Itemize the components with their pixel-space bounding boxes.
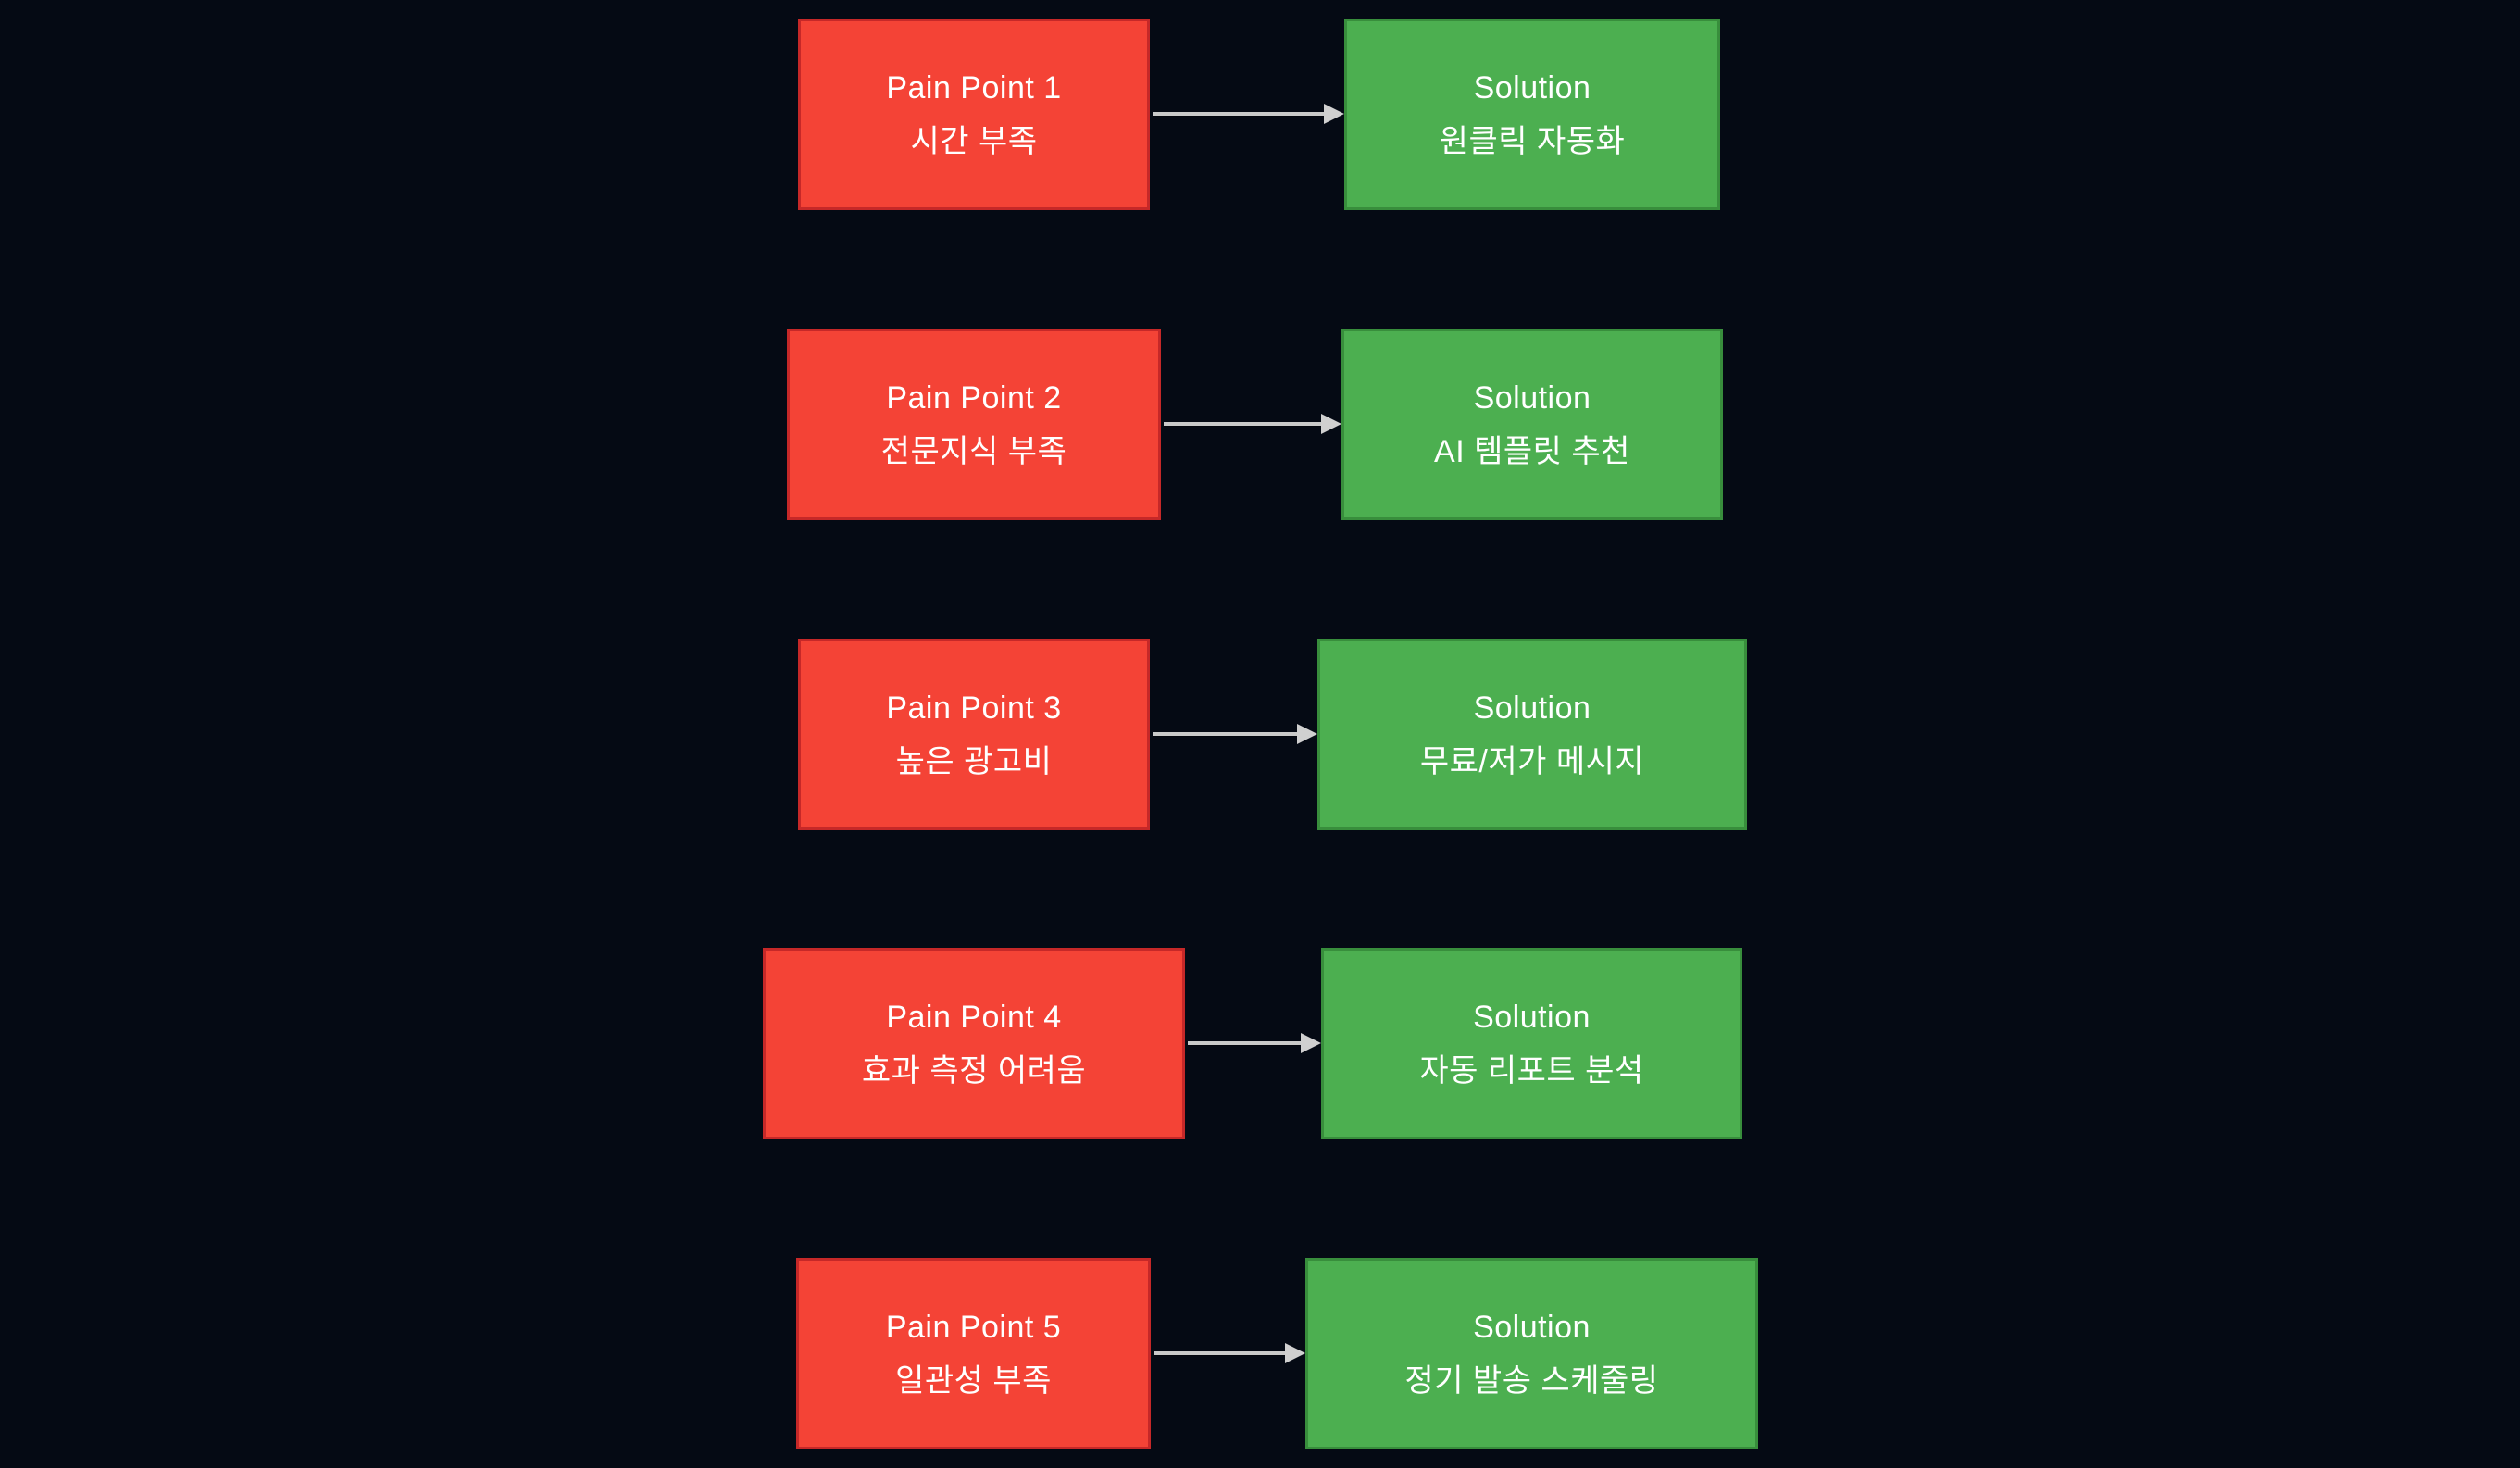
arrow-head-icon [1321,414,1341,434]
arrow-head-icon [1301,1033,1321,1053]
solution-1-title: Solution [1473,69,1591,106]
pain-point-3-subtitle: 높은 광고비 [895,743,1053,779]
solution-5-title: Solution [1473,1309,1591,1345]
pain-point-5-subtitle: 일관성 부족 [895,1362,1052,1399]
pain-point-3-node: Pain Point 3 높은 광고비 [798,639,1150,830]
solution-2-subtitle: AI 템플릿 추천 [1434,433,1630,469]
solution-5-subtitle: 정기 발송 스케줄링 [1404,1362,1659,1399]
solution-5-node: Solution 정기 발송 스케줄링 [1305,1258,1758,1449]
solution-4-node: Solution 자동 리포트 분석 [1321,948,1742,1139]
arrow-line-5 [1154,1351,1287,1355]
solution-3-subtitle: 무료/저가 메시지 [1419,743,1645,779]
solution-3-title: Solution [1473,690,1591,726]
solution-2-title: Solution [1473,379,1591,416]
pain-point-4-title: Pain Point 4 [886,999,1062,1035]
solution-2-node: Solution AI 템플릿 추천 [1341,329,1723,520]
pain-point-2-node: Pain Point 2 전문지식 부족 [787,329,1161,520]
pain-point-1-title: Pain Point 1 [886,69,1062,106]
pain-point-3-title: Pain Point 3 [886,690,1062,726]
pain-point-4-node: Pain Point 4 효과 측정 어려움 [763,948,1185,1139]
solution-4-title: Solution [1473,999,1591,1035]
pain-point-5-title: Pain Point 5 [885,1309,1062,1345]
pain-point-2-title: Pain Point 2 [886,379,1062,416]
arrow-line-2 [1164,422,1323,426]
pain-point-5-node: Pain Point 5 일관성 부족 [796,1258,1151,1449]
solution-3-node: Solution 무료/저가 메시지 [1317,639,1747,830]
arrow-line-4 [1188,1041,1303,1045]
pain-point-4-subtitle: 효과 측정 어려움 [861,1052,1087,1089]
arrow-head-icon [1285,1343,1305,1363]
arrow-line-3 [1153,732,1299,736]
pain-point-2-subtitle: 전문지식 부족 [880,433,1067,469]
solution-1-node: Solution 원클릭 자동화 [1344,19,1720,210]
pain-point-1-subtitle: 시간 부족 [910,123,1038,159]
arrow-head-icon [1297,724,1317,744]
arrow-line-1 [1153,112,1326,116]
solution-4-subtitle: 자동 리포트 분석 [1419,1052,1644,1089]
pain-point-1-node: Pain Point 1 시간 부족 [798,19,1150,210]
arrow-head-icon [1324,104,1344,124]
solution-1-subtitle: 원클릭 자동화 [1439,123,1626,159]
